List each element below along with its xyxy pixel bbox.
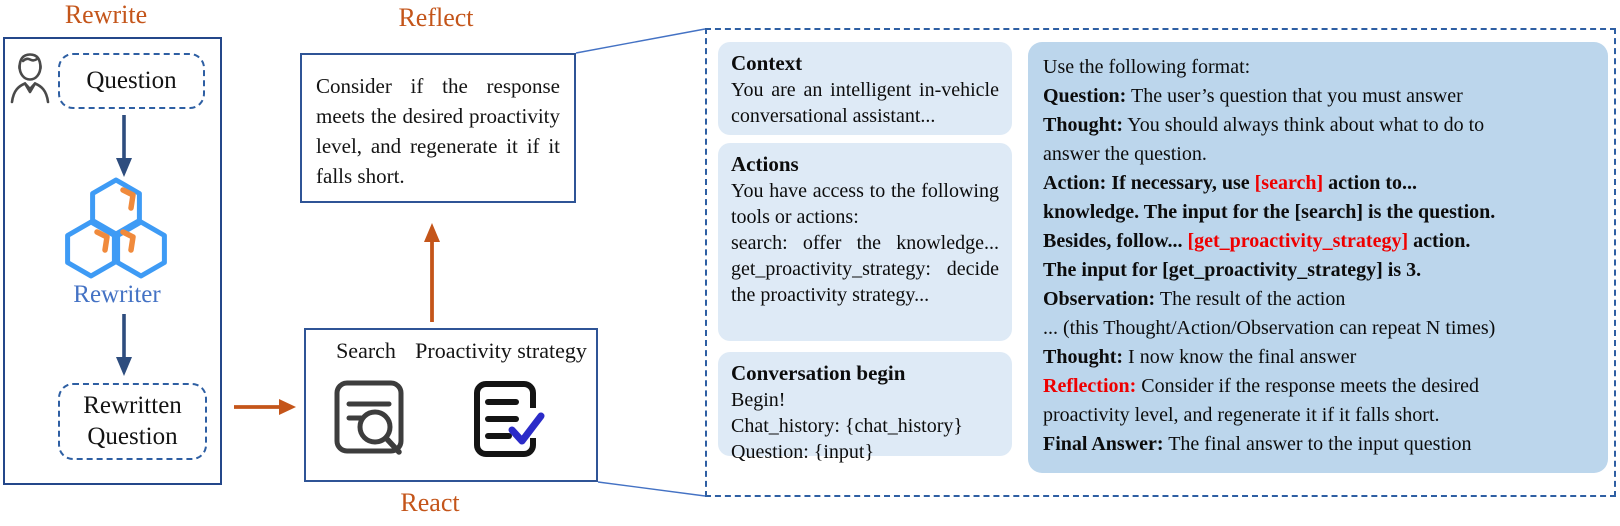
arrow-down-rewriter-to-rewritten xyxy=(116,314,132,376)
react-tools-box: Search Proactivity strategy xyxy=(304,328,598,482)
rewriter-label: Rewriter xyxy=(73,281,161,308)
format-instructions-panel: Use the following format:Question: The u… xyxy=(1028,42,1608,473)
rewritten-question-box: Rewritten Question xyxy=(58,383,207,460)
question-label: Question xyxy=(86,66,177,94)
rewrite-stage-box xyxy=(3,37,222,485)
conversation-card-body: Begin!Chat_history: {chat_history}Questi… xyxy=(731,389,963,463)
user-icon xyxy=(10,53,50,104)
search-tool-label: Search xyxy=(336,338,396,363)
strategy-checklist-icon xyxy=(474,381,545,457)
search-document-icon xyxy=(334,380,404,455)
rewritten-question-label: Rewritten Question xyxy=(83,392,182,450)
conversation-begin-card: Conversation begin Begin!Chat_history: {… xyxy=(718,352,1012,463)
arrow-down-question-to-rewriter xyxy=(116,115,132,177)
arrow-right-to-react xyxy=(234,399,296,415)
arrow-up-react-to-reflect xyxy=(424,223,440,322)
proactivity-strategy-label: Proactivity strategy xyxy=(415,338,587,363)
context-card-title: Context xyxy=(731,51,803,75)
actions-card-title: Actions xyxy=(731,152,799,176)
question-box: Question xyxy=(58,53,205,109)
conversation-card-title: Conversation begin xyxy=(731,361,906,385)
stage-label-rewrite: Rewrite xyxy=(64,0,148,29)
stage-label-reflect: Reflect xyxy=(398,3,474,32)
stage-label-react: React xyxy=(400,488,460,517)
rewriter-llm-icon xyxy=(65,177,167,279)
context-card: Context You are an intelligent in-vehicl… xyxy=(718,42,1012,135)
actions-card: Actions You have access to the following… xyxy=(718,143,1012,341)
prompt-zoom-panel xyxy=(705,28,1616,497)
